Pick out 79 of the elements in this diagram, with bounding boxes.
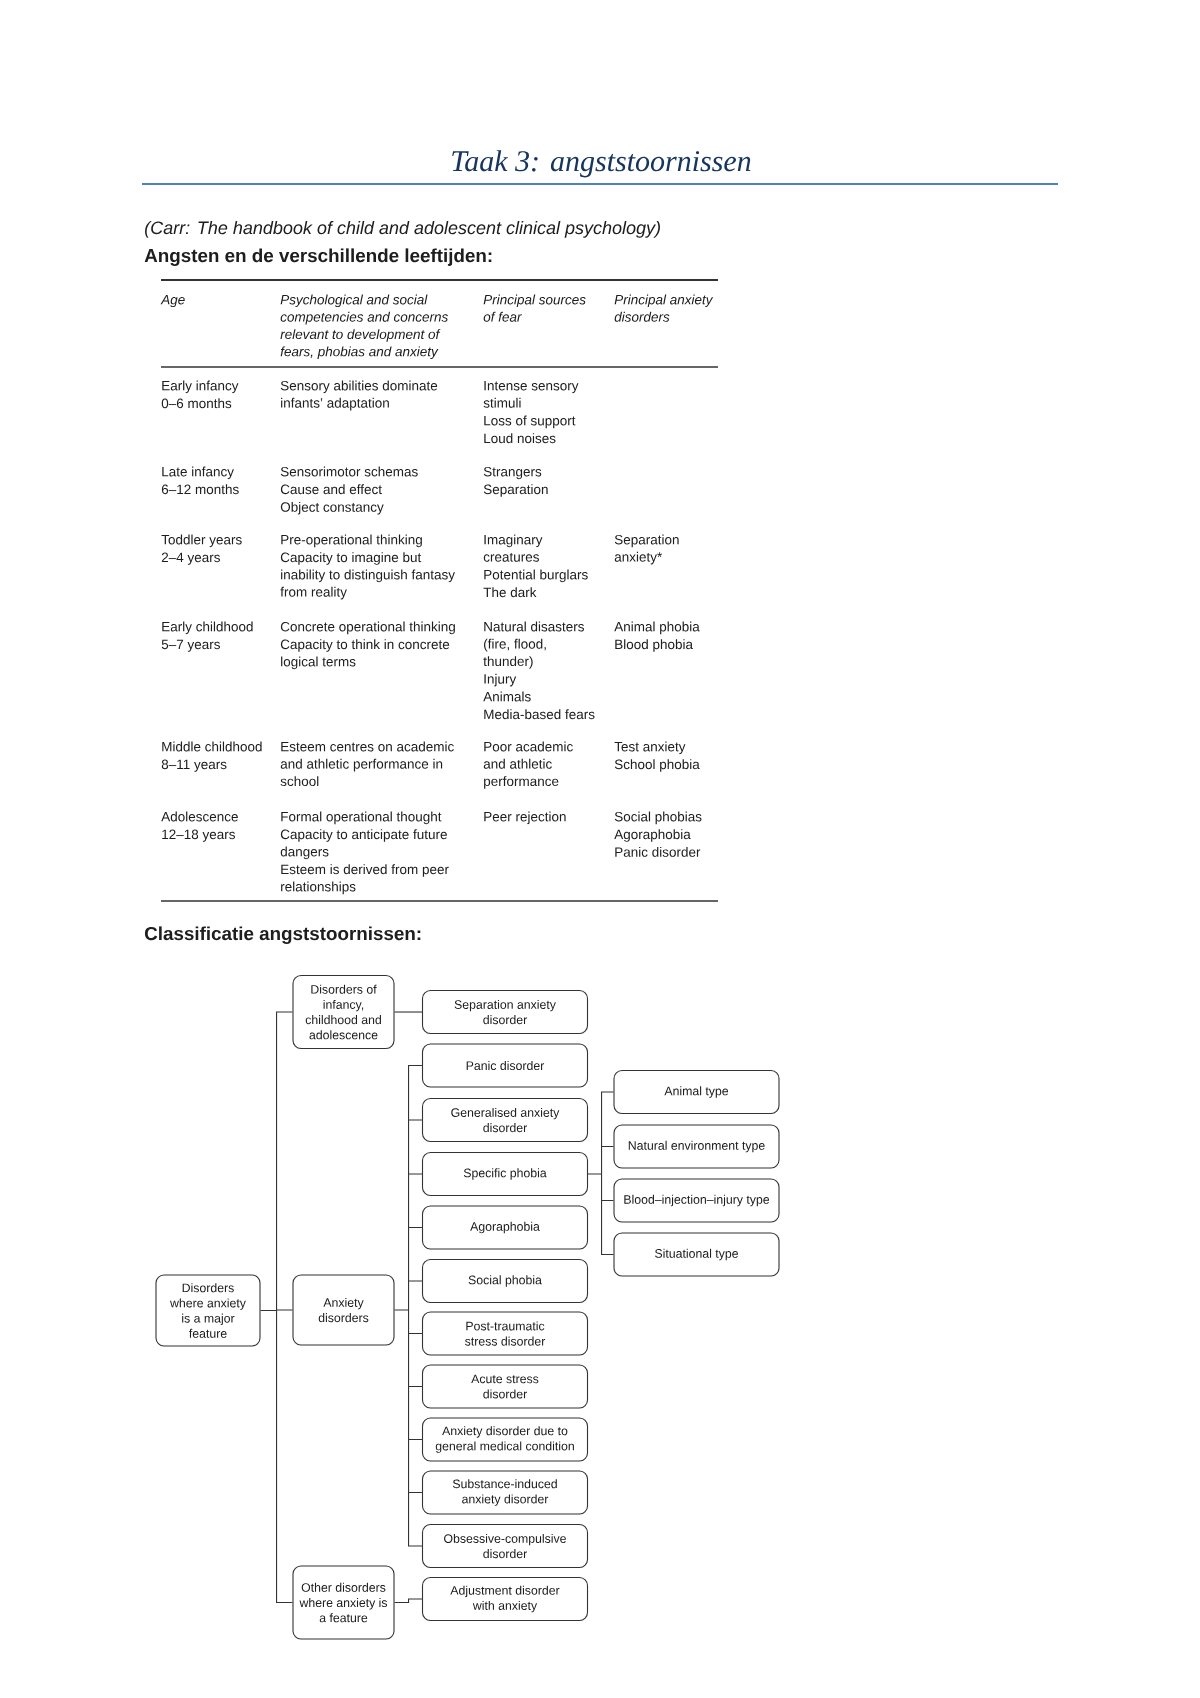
- table-entry: Panic disorder: [615, 846, 701, 857]
- category-box: Social phobia: [421, 1258, 589, 1304]
- table-entry: Cause and effect: [280, 484, 382, 495]
- table-entry: Strangers: [483, 466, 542, 480]
- category-box: Disorders where anxiety is a major feature: [155, 1274, 261, 1347]
- table-entry: Animal phobia: [614, 621, 700, 635]
- category-box: Adjustment disorder with anxiety: [421, 1576, 589, 1622]
- category-box: Natural environment type: [613, 1124, 780, 1169]
- page-title: Taak 3: angststoornissen: [452, 150, 751, 178]
- table-entry: Natural disasters (fire, flood, thunder): [483, 621, 584, 669]
- table-entry: The dark: [483, 587, 537, 598]
- table-entry: Loss of support: [484, 415, 576, 429]
- category-box: Panic disorder: [421, 1043, 589, 1088]
- category-box: Substance-induced anxiety disorder: [421, 1470, 589, 1515]
- table-entry: Concrete operational thinking: [280, 621, 455, 635]
- table-entry: 8–11 years: [161, 759, 227, 772]
- table-entry: Poor academic and athletic performance: [483, 741, 573, 789]
- category-box: Animal type: [613, 1069, 780, 1115]
- table-entry: Adolescence: [161, 811, 238, 822]
- category-box: Separation anxiety disorder: [421, 989, 589, 1035]
- citation-text: (Carr: The handbook of child and adolescent clinical psychology): [145, 220, 660, 238]
- table-entry: Capacity to anticipate future dangers: [280, 829, 447, 860]
- category-box: Other disorders where anxiety is a feature: [292, 1565, 395, 1640]
- category-box: Disorders of infancy, childhood and adolescence: [292, 974, 395, 1050]
- category-box: Post-traumatic stress disorder: [421, 1311, 589, 1356]
- table-entry: 6–12 months: [161, 484, 239, 495]
- category-box: Acute stress disorder: [421, 1364, 589, 1409]
- connector-line: [260, 1011, 293, 1604]
- connector-line: [394, 1064, 423, 1547]
- table-entry: Loud noises: [484, 433, 556, 444]
- table-entry: Capacity to imagine but inability to distinguish fantasy from reality: [280, 552, 455, 600]
- table-entry: Early childhood: [162, 621, 253, 635]
- table-entry: Peer rejection: [484, 811, 566, 825]
- column-header: Age: [160, 295, 185, 308]
- connector-line: [587, 1091, 614, 1256]
- table-entry: Intense sensory stimuli: [483, 381, 579, 408]
- section-heading: Classificatie angststoornissen:: [144, 926, 421, 944]
- column-header: Principal sources of fear: [483, 294, 586, 322]
- table-entry: School phobia: [614, 759, 700, 772]
- table-entry: Sensory abilities dominate infants’ adaptation: [280, 380, 438, 411]
- category-box: Obsessive-compulsive disorder: [421, 1523, 589, 1569]
- category-box: Blood–injection–injury type: [613, 1178, 780, 1223]
- table-entry: Separation anxiety*: [614, 534, 679, 565]
- section-heading: Angsten en de verschillende leeftijden:: [144, 248, 492, 266]
- table-entry: Middle childhood: [162, 741, 262, 752]
- table-entry: Pre-operational thinking: [281, 534, 422, 548]
- column-header: Principal anxiety disorders: [614, 294, 714, 322]
- table-entry: Imaginary creatures: [483, 534, 543, 562]
- category-box: Situational type: [613, 1232, 780, 1277]
- table-entry: Object constancy: [280, 501, 384, 515]
- category-box: Anxiety disorders: [292, 1274, 395, 1346]
- table-entry: Separation: [483, 484, 548, 497]
- table-entry: 12–18 years: [162, 829, 235, 842]
- table-entry: 2–4 years: [161, 552, 220, 565]
- table-entry: Injury: [484, 673, 517, 687]
- table-entry: Late infancy: [162, 466, 234, 480]
- connector-line: [394, 1011, 423, 1013]
- table-entry: Media-based fears: [484, 709, 595, 720]
- connector-line: [394, 1598, 423, 1604]
- table-entry: Blood phobia: [615, 639, 693, 652]
- table-entry: Social phobias: [614, 811, 702, 825]
- category-box: Generalised anxiety disorder: [421, 1097, 589, 1143]
- table-entry: Sensorimotor schemas: [280, 466, 418, 477]
- category-box: Specific phobia: [421, 1151, 589, 1197]
- table-entry: Potential burglars: [484, 569, 588, 583]
- table-entry: 5–7 years: [161, 639, 220, 652]
- table-entry: Formal operational thought: [281, 811, 442, 825]
- table-entry: Early infancy: [162, 380, 239, 394]
- table-entry: Toddler years: [161, 534, 242, 548]
- table-entry: Esteem is derived from peer relationships: [281, 864, 449, 895]
- table-entry: Test anxiety: [614, 741, 686, 755]
- category-box: Agoraphobia: [421, 1205, 589, 1250]
- table-entry: Agoraphobia: [614, 829, 691, 842]
- table-entry: Animals: [483, 691, 531, 702]
- table-entry: Esteem centres on academic and athletic performance in school: [280, 741, 454, 787]
- column-header: Psychological and social competencies and concerns relevant to development of fears, phobias and anxiety: [280, 294, 448, 359]
- table-entry: 0–6 months: [161, 398, 232, 409]
- category-box: Anxiety disorder due to general medical condition: [421, 1417, 589, 1462]
- table-entry: Capacity to think in concrete logical terms: [280, 639, 450, 670]
